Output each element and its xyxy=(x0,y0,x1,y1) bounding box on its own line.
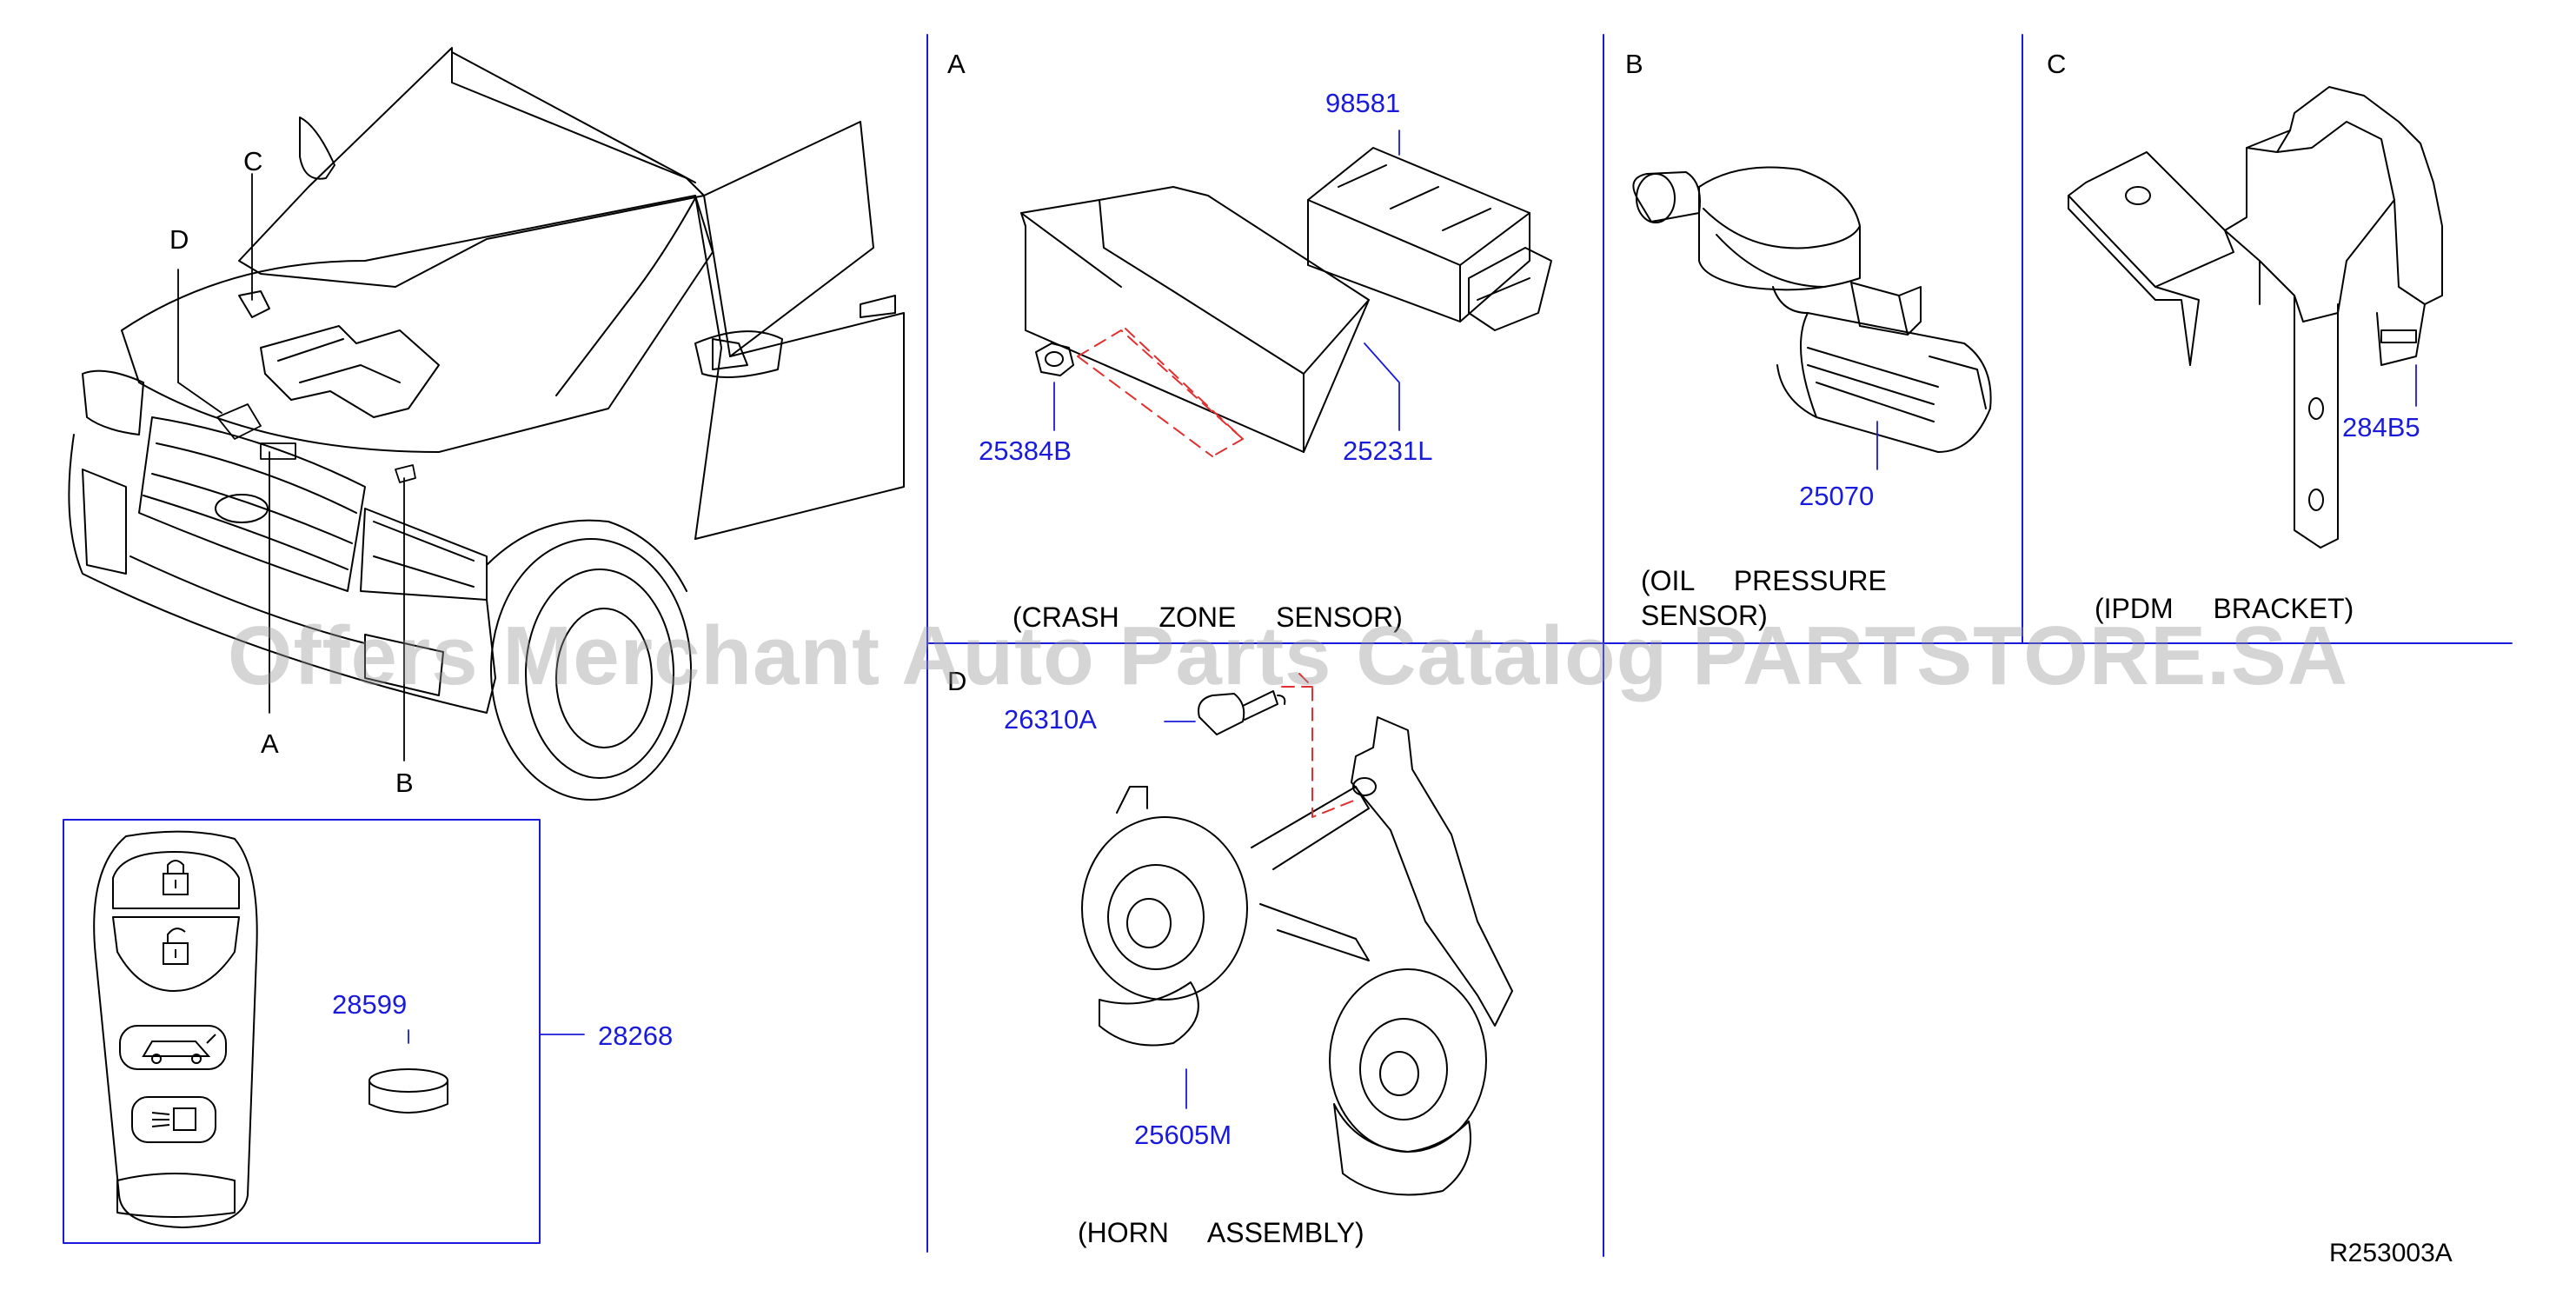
section-letter-b: B xyxy=(1625,49,1643,79)
diagram-reference-code: R253003A xyxy=(2329,1239,2453,1267)
unlock-icon xyxy=(163,928,189,965)
section-letter-d: D xyxy=(947,666,967,696)
section-letter-a: A xyxy=(947,49,966,79)
liftgate-icon xyxy=(142,1034,216,1064)
vehicle-view-label-a: A xyxy=(261,728,279,759)
part-number-25070[interactable]: 25070 xyxy=(1799,481,1875,511)
part-leaders xyxy=(408,130,2417,1109)
vehicle-view-leaders xyxy=(177,173,416,761)
part-number-28268[interactable]: 28268 xyxy=(598,1021,674,1051)
ipdm-bracket-drawing xyxy=(2068,86,2443,549)
caption-horn-assembly: (HORN ASSEMBLY) xyxy=(1078,1217,1364,1248)
vehicle-view-label-b: B xyxy=(395,768,414,798)
part-number-26310a[interactable]: 26310A xyxy=(1004,704,1097,735)
part-number-25231l[interactable]: 25231L xyxy=(1343,436,1433,466)
vehicle-view-label-c: C xyxy=(243,146,263,176)
part-number-25384b[interactable]: 25384B xyxy=(979,436,1072,466)
oil-pressure-sensor-drawing xyxy=(1632,166,1992,453)
hidden-lines xyxy=(1077,328,1357,818)
part-number-98581[interactable]: 98581 xyxy=(1325,88,1401,118)
part-number-284b5[interactable]: 284B5 xyxy=(2342,412,2420,442)
vehicle-illustration xyxy=(68,47,905,801)
lock-icon xyxy=(163,860,189,895)
part-number-28599[interactable]: 28599 xyxy=(332,989,408,1020)
caption-oil-pressure-line2: SENSOR) xyxy=(1641,600,1768,631)
section-dividers xyxy=(926,34,2513,1257)
section-letter-c: C xyxy=(2047,49,2067,79)
caption-oil-pressure-line1: (OIL PRESSURE xyxy=(1641,565,1887,596)
horn-assembly-drawing xyxy=(1081,690,1513,1196)
crash-zone-sensor-drawing xyxy=(1020,147,1552,453)
caption-ipdm-bracket: (IPDM BRACKET) xyxy=(2095,593,2354,624)
part-number-25605m[interactable]: 25605M xyxy=(1134,1120,1232,1150)
panic-lamp-icon xyxy=(151,1107,196,1131)
caption-crash-zone-sensor: (CRASH ZONE SENSOR) xyxy=(1012,602,1403,633)
key-fob-box xyxy=(63,819,541,1244)
vehicle-view-label-d: D xyxy=(169,224,189,255)
